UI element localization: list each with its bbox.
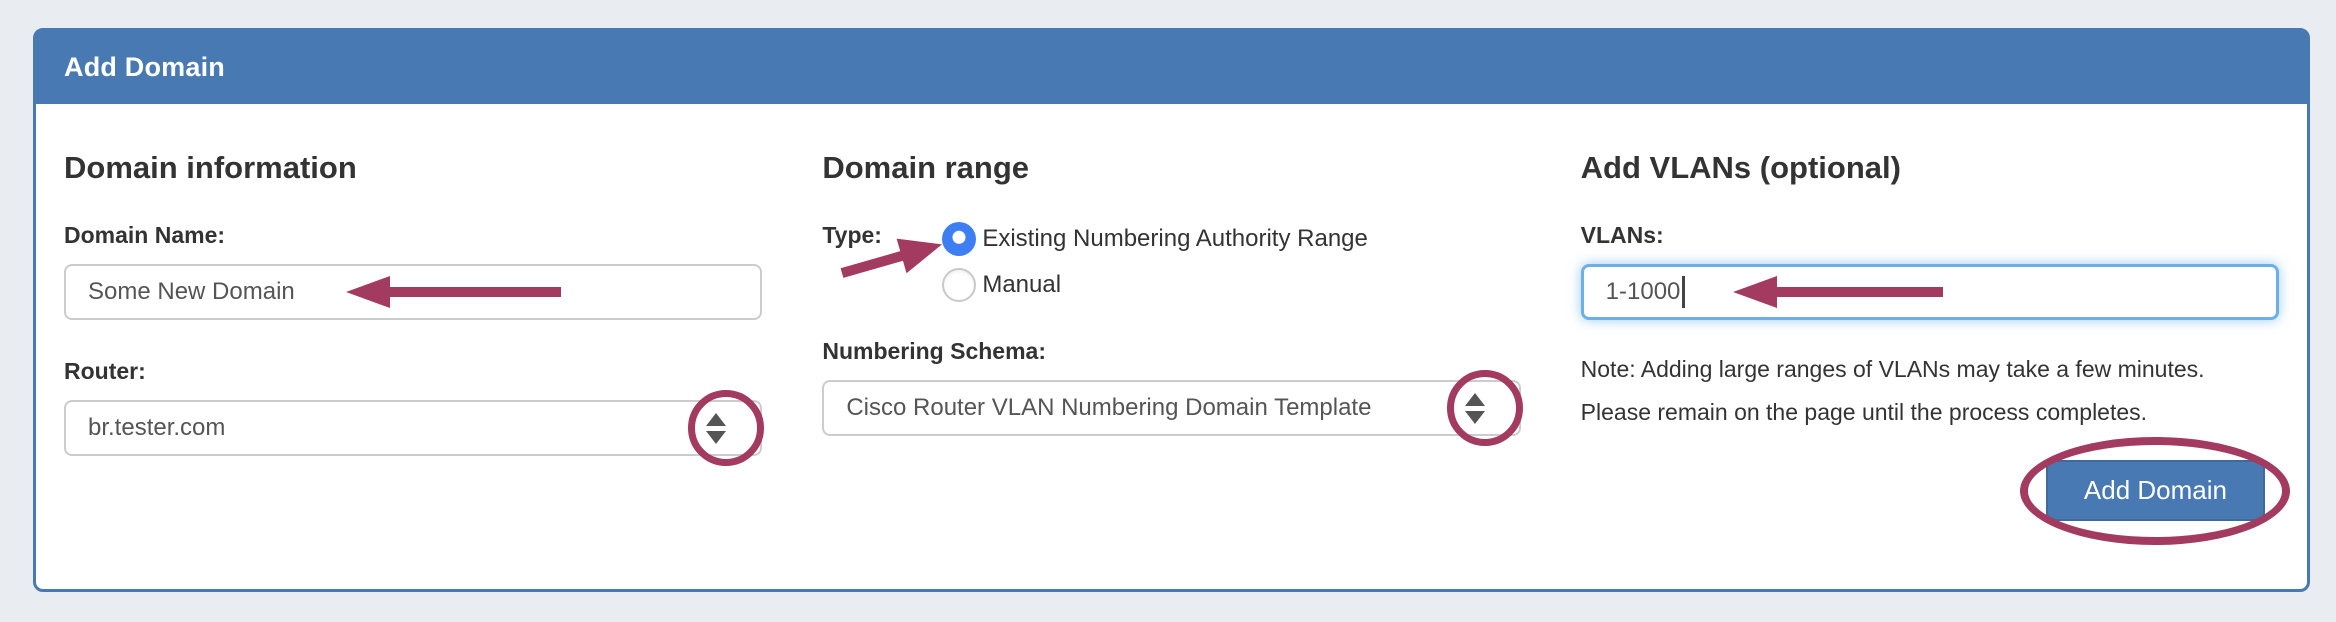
type-field: Type: Existing Numbering Authority Range… <box>822 222 1520 314</box>
router-select-value: br.tester.com <box>88 414 226 441</box>
numbering-schema-select[interactable]: Cisco Router VLAN Numbering Domain Templ… <box>822 380 1521 436</box>
panel-header: Add Domain <box>36 31 2307 104</box>
numbering-schema-label: Numbering Schema: <box>822 338 1046 364</box>
text-cursor <box>1682 276 1686 308</box>
radio-option-existing-range[interactable]: Existing Numbering Authority Range <box>942 222 1368 256</box>
domain-name-value: Some New Domain <box>88 278 295 305</box>
domain-information-section: Domain information Domain Name: Some New… <box>64 150 765 521</box>
domain-information-heading: Domain information <box>64 150 357 185</box>
radio-option-label: Manual <box>982 271 1062 298</box>
add-vlans-heading: Add VLANs (optional) <box>1580 150 1901 185</box>
vlans-note-text: Note: Adding large ranges of VLANs may t… <box>1580 356 2205 425</box>
router-label: Router: <box>64 358 146 384</box>
add-vlans-section: Add VLANs (optional) VLANs: 1-1000 Note:… <box>1580 150 2291 545</box>
radio-option-label: Existing Numbering Authority Range <box>982 225 1368 252</box>
updown-caret-icon <box>706 412 727 444</box>
radio-unselected-icon[interactable] <box>942 268 977 302</box>
radio-selected-icon[interactable] <box>942 222 977 256</box>
type-label: Type: <box>822 222 882 248</box>
domain-name-label: Domain Name: <box>64 222 226 248</box>
vlans-label: VLANs: <box>1580 222 1664 248</box>
add-domain-button[interactable]: Add Domain <box>2045 460 2265 521</box>
domain-name-input[interactable]: Some New Domain <box>64 264 763 320</box>
button-row: Add Domain <box>1581 436 2291 545</box>
domain-range-heading: Domain range <box>822 150 1030 185</box>
vlans-input[interactable]: 1-1000 <box>1580 264 2279 320</box>
domain-range-section: Domain range Type: Existing Numbering Au… <box>822 150 1523 521</box>
panel-title: Add Domain <box>64 52 225 82</box>
numbering-schema-value: Cisco Router VLAN Numbering Domain Templ… <box>846 394 1372 421</box>
vlans-value: 1-1000 <box>1605 278 1681 305</box>
type-radio-group: Existing Numbering Authority Range Manua… <box>942 222 1368 314</box>
panel-body: Domain information Domain Name: Some New… <box>36 104 2307 545</box>
radio-option-manual[interactable]: Manual <box>942 268 1368 302</box>
updown-caret-icon <box>1464 392 1485 424</box>
router-select[interactable]: br.tester.com <box>64 400 763 456</box>
add-domain-panel: Add Domain Domain information Domain Nam… <box>33 28 2310 592</box>
